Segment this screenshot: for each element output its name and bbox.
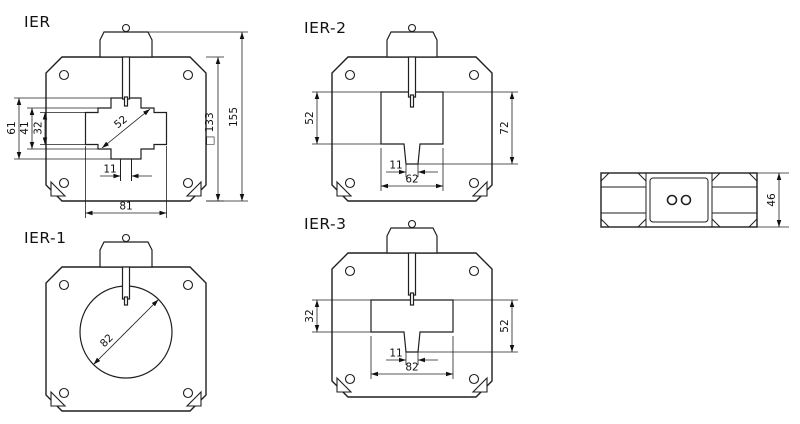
dim-133: □ 133 [204,56,224,202]
corner-gusset [185,390,202,407]
terminal-screw-icon [407,23,417,33]
mounting-hole [58,279,70,291]
terminal-face [649,177,709,223]
mounting-hole [58,177,70,189]
dim-61: 61 [6,97,111,160]
corner-gusset [50,390,67,407]
bevel-line [711,218,721,228]
primary-pin [407,252,417,296]
dim-label: 61 [6,121,18,134]
dim-label: 155 [228,107,240,127]
dim-label: 41 [19,121,31,134]
primary-pin [121,266,131,300]
terminal-screw-icon [666,194,678,206]
terminal-screw-icon [121,233,131,243]
mounting-hole [182,387,194,399]
dim-41: 41 [19,107,98,150]
ier-front-view: IER □ 133 155 [6,13,248,218]
view-title: IER-3 [304,215,346,233]
bevel-line [748,218,758,228]
primary-pin-tip [409,292,415,306]
dim-line [93,299,159,365]
mounting-hole [344,69,356,81]
dim-11: 11 [386,160,438,177]
ier3-front-view: IER-3 32 52 11 [304,215,518,398]
dim-line [101,108,151,149]
bevel-line [748,172,758,182]
dim-32: 32 [33,112,86,145]
dim-52: 52 [418,299,518,353]
terminal-screw-icon [680,194,692,206]
terminal-block [99,31,153,58]
terminal-screw-icon [121,23,131,33]
corner-gusset [471,180,488,197]
corner-gusset [336,376,353,393]
mounting-hole [344,373,356,385]
dim-label: 52 [499,319,511,332]
corner-gusset [336,180,353,197]
dim-11: 11 [386,348,438,365]
ier2-front-view: IER-2 52 72 11 [304,19,518,202]
terminal-block [386,31,438,58]
mounting-hole [468,177,480,189]
dim-62: 62 [380,148,444,191]
primary-pin-tip [123,296,129,306]
bevel-line [637,172,647,182]
mounting-hole [344,265,356,277]
corner-gusset [50,180,67,197]
dim-46: 46 [757,172,789,228]
bevel-line [637,218,647,228]
dim-label: 72 [499,121,511,134]
mounting-hole [182,177,194,189]
dim-52: 52 [304,91,381,145]
primary-pin [121,56,131,100]
primary-pin-tip [123,96,129,107]
mounting-hole [468,265,480,277]
dim-81: 81 [85,146,167,218]
dim-label: 11 [103,164,116,176]
view-title: IER-1 [24,229,66,247]
dim-label: □ 133 [204,112,216,145]
body-outline [600,172,758,228]
dim-label: 11 [389,160,402,172]
bevel-line [600,218,610,228]
view-title: IER [24,13,51,31]
terminal-block [386,227,438,254]
mounting-hole [468,69,480,81]
mounting-hole [58,69,70,81]
primary-pin [407,56,417,98]
dim-155: 155 [148,31,248,202]
corner-gusset [185,180,202,197]
primary-pin-tip [409,94,415,108]
mounting-hole [182,279,194,291]
dim-label: 11 [389,348,402,360]
dim-72: 72 [418,91,518,165]
dim-82: 82 [370,336,454,379]
dim-11: 11 [100,164,152,179]
dim-32: 32 [304,299,371,333]
view-title: IER-2 [304,19,346,37]
mounting-hole [344,177,356,189]
ier1-front-view: IER-1 82 [24,229,207,412]
terminal-screw-icon [407,219,417,229]
dim-label: 62 [405,174,418,186]
bevel-line [711,172,721,182]
bevel-line [600,172,610,182]
dim-label: 32 [304,309,316,322]
corner-gusset [471,376,488,393]
mounting-hole [58,387,70,399]
dim-label: 46 [766,193,778,207]
terminal-block [99,241,153,268]
mounting-hole [468,373,480,385]
dim-label: 82 [405,362,418,374]
dim-label: 81 [119,201,132,213]
dim-label: 52 [304,111,316,124]
side-view: 46 [600,172,789,228]
dim-label: 32 [33,121,45,134]
mounting-hole [182,69,194,81]
